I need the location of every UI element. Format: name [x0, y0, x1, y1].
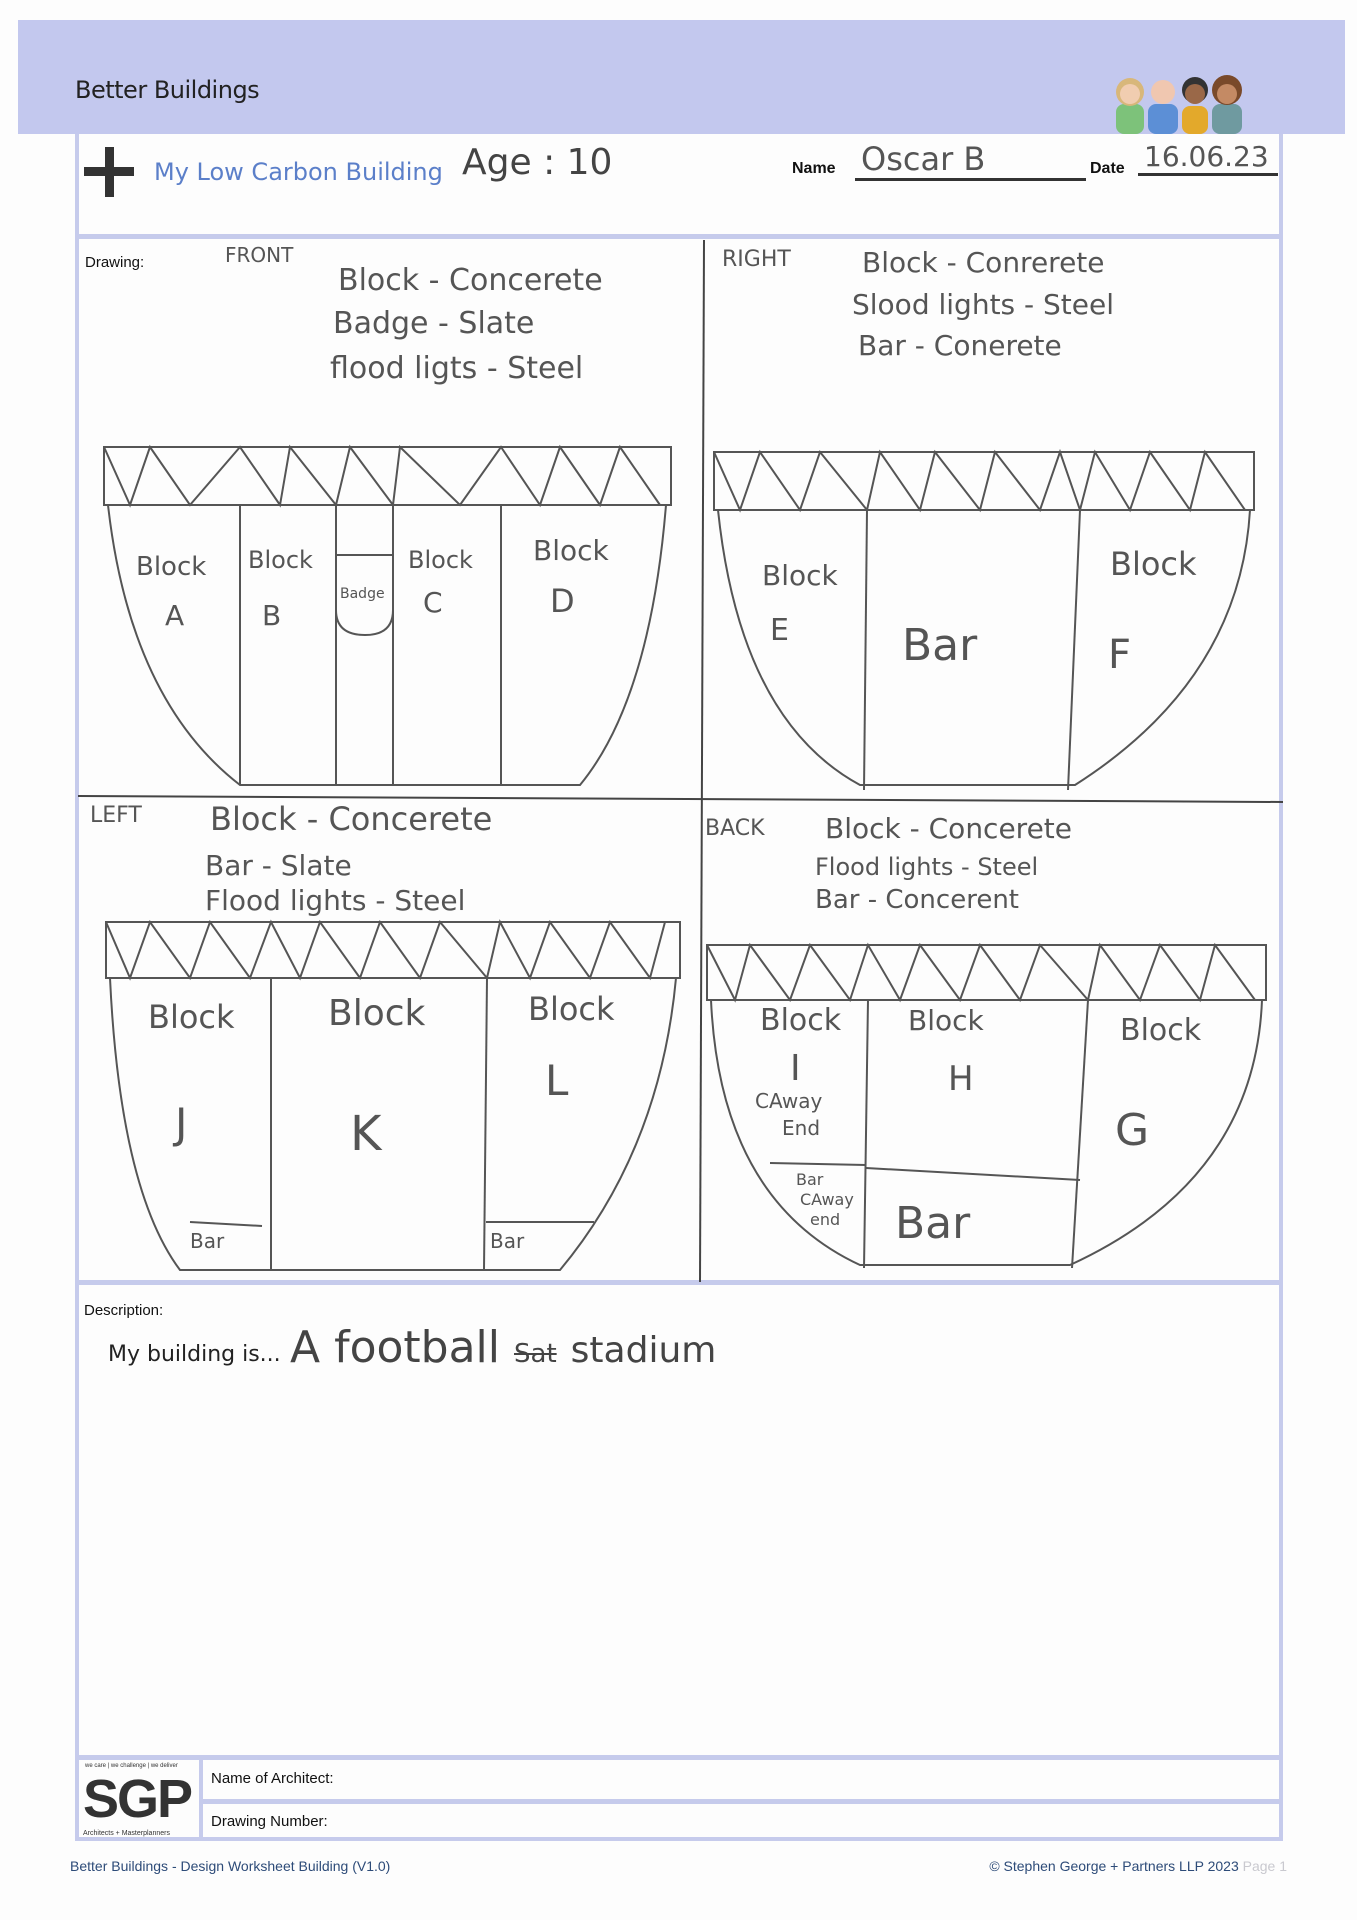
right-note: Block - Conrerete [862, 246, 1105, 279]
logo-tagline: we care | we challenge | we deliver [85, 1763, 178, 1769]
back-label: Block [908, 1004, 985, 1037]
logo-text: SGP [83, 1769, 193, 1829]
back-label: I [790, 1048, 801, 1089]
back-label: CAway [755, 1089, 822, 1113]
logo-subtitle: Architects + Masterplanners [83, 1830, 170, 1837]
name-field[interactable]: Oscar B [855, 140, 1086, 181]
copyright-text: © Stephen George + Partners LLP 2023 [989, 1858, 1239, 1874]
front-note: flood ligts - Steel [330, 351, 583, 386]
page-number: Page 1 [1242, 1858, 1287, 1874]
right-note: Slood lights - Steel [852, 288, 1114, 321]
divider [200, 1799, 1283, 1804]
age-value: Age : 10 [462, 142, 613, 183]
description-answer[interactable]: A football Sat stadium [290, 1322, 716, 1373]
divider [75, 1755, 1283, 1760]
copyright: © Stephen George + Partners LLP 2023 Pag… [989, 1858, 1287, 1874]
back-label: Bar [796, 1170, 824, 1189]
back-label: Block [1120, 1013, 1202, 1048]
answer-struck-word: Sat [514, 1339, 557, 1369]
front-label: Block [136, 552, 206, 582]
divider [75, 1280, 1283, 1285]
left-label: Block [328, 993, 426, 1034]
back-elevation-sketch [706, 942, 1267, 1269]
right-title: RIGHT [722, 247, 791, 272]
right-elevation-sketch [713, 448, 1255, 791]
left-label: Block [528, 990, 615, 1028]
front-elevation-sketch [103, 444, 672, 786]
brand-title: Better Buildings [75, 76, 260, 104]
front-label: Block [248, 546, 313, 574]
left-note: Flood lights - Steel [205, 884, 465, 917]
back-label: H [948, 1059, 974, 1099]
left-elevation-sketch [105, 919, 681, 1271]
front-label: D [550, 582, 575, 620]
left-label: Bar [490, 1229, 525, 1253]
right-label: Block [762, 559, 839, 592]
people-illustration-icon [1116, 75, 1242, 134]
back-label: CAway [800, 1190, 854, 1209]
left-label: K [350, 1106, 383, 1162]
back-label: End [782, 1116, 820, 1140]
front-title: FRONT [225, 243, 294, 267]
front-label: Block [533, 534, 610, 567]
left-label: L [545, 1056, 569, 1105]
name-label: Name [792, 160, 836, 177]
right-label: F [1108, 632, 1131, 678]
worksheet-frame [75, 134, 1283, 1841]
right-label: Bar [902, 620, 978, 671]
back-label: Bar [895, 1198, 971, 1249]
worksheet-title: My Low Carbon Building [154, 158, 443, 186]
answer-text: stadium [570, 1330, 717, 1371]
right-note: Bar - Conerete [858, 329, 1062, 362]
description-label: Description: [84, 1302, 164, 1319]
back-title: BACK [705, 816, 765, 841]
date-label: Date [1090, 160, 1125, 177]
answer-text: A football [290, 1322, 501, 1373]
back-label: end [810, 1210, 840, 1229]
drawing-number-label: Drawing Number: [211, 1813, 328, 1830]
left-title: LEFT [90, 803, 142, 828]
right-label: E [770, 613, 789, 648]
back-note: Block - Concerete [825, 812, 1072, 845]
quadrant-divider-horizontal [77, 795, 1284, 803]
sgp-logo: we care | we challenge | we deliver SGP … [79, 1760, 203, 1840]
front-label: Block [408, 546, 473, 574]
left-note: Bar - Slate [205, 849, 352, 882]
description-prompt: My building is... [108, 1342, 281, 1367]
drawing-label: Drawing: [85, 254, 145, 271]
plus-icon [84, 147, 134, 197]
back-label: Block [760, 1003, 842, 1038]
architect-name-label: Name of Architect: [211, 1770, 334, 1787]
left-note: Block - Concerete [210, 800, 492, 838]
divider [75, 234, 1283, 239]
left-label: Bar [190, 1229, 225, 1253]
left-label: J [172, 1099, 187, 1148]
document-title: Better Buildings - Design Worksheet Buil… [70, 1858, 391, 1874]
front-label: Badge [340, 586, 385, 602]
left-label: Block [148, 998, 235, 1036]
front-label: C [423, 586, 443, 619]
right-label: Block [1110, 545, 1197, 583]
date-field[interactable]: 16.06.23 [1138, 140, 1278, 176]
front-note: Block - Concerete [338, 263, 603, 298]
back-note: Flood lights - Steel [815, 853, 1038, 881]
quadrant-divider-vertical [699, 239, 705, 1283]
front-note: Badge - Slate [333, 306, 534, 341]
front-label: B [262, 599, 281, 632]
front-label: A [165, 599, 184, 632]
back-label: G [1115, 1105, 1149, 1156]
back-note: Bar - Concerent [815, 885, 1019, 915]
